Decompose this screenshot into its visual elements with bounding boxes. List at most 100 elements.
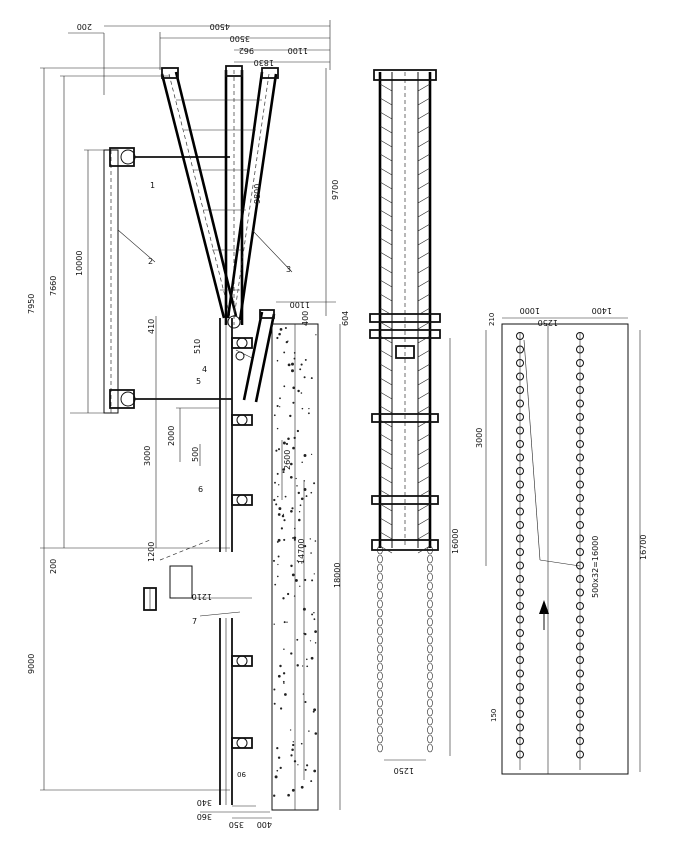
- dim-bot-400: 400: [257, 820, 272, 829]
- hatch-dot: [300, 742, 303, 745]
- hatch-dot: [285, 340, 288, 344]
- dim-mid-604: 604: [341, 311, 350, 326]
- lattice-bar: [379, 517, 393, 526]
- hatch-dot: [279, 328, 283, 331]
- hatch-dot: [286, 592, 290, 596]
- hatch-dot: [305, 495, 308, 498]
- chain-link: [377, 662, 383, 672]
- hatch-dot: [303, 376, 306, 379]
- lattice-bar: [417, 293, 431, 302]
- hatch-dot: [293, 760, 297, 763]
- hatch-dot: [289, 729, 292, 731]
- hatch-dot: [273, 414, 276, 417]
- lattice-bar: [417, 307, 431, 316]
- hatch-dot: [273, 688, 276, 691]
- chain-link: [427, 743, 433, 753]
- chain-link: [377, 554, 383, 564]
- lattice-bar: [379, 195, 393, 204]
- chain-link: [377, 698, 383, 708]
- hatch-dot: [273, 702, 276, 705]
- dim-mid-14700: 14700: [297, 539, 306, 564]
- hatch-dot: [282, 441, 286, 445]
- dim-top-1830: 1830: [254, 58, 274, 67]
- hatch-dot: [276, 540, 279, 543]
- lattice-bar: [417, 475, 431, 484]
- lattice-bar: [417, 447, 431, 456]
- hatch-dot: [293, 595, 296, 597]
- hatch-dot: [296, 485, 298, 487]
- dim-mid-410: 410: [147, 319, 156, 334]
- lattice-bar: [417, 125, 431, 134]
- hatch-dot: [277, 756, 281, 759]
- plan-chains: [516, 332, 584, 770]
- dim-mid-500: 500: [191, 447, 200, 462]
- dim-right-1250: 1250: [538, 318, 558, 327]
- dim-mid-18000: 18000: [333, 563, 342, 588]
- hatch-dot: [289, 475, 293, 479]
- lattice-bar: [417, 321, 431, 330]
- lattice-bar: [379, 545, 393, 554]
- hatch-dot: [275, 449, 278, 452]
- lattice-bar: [379, 279, 393, 288]
- chain-link: [377, 617, 383, 627]
- lattice-bar: [417, 181, 431, 190]
- lattice-bar: [379, 307, 393, 316]
- hatch-dot: [314, 642, 317, 644]
- hatch-dot: [281, 514, 285, 518]
- hatch-dot: [287, 437, 290, 441]
- dim-top-3500: 3500: [230, 34, 250, 43]
- dim-center-16000: 16000: [451, 529, 460, 554]
- hatch-dot: [282, 672, 286, 675]
- hatch-dot: [315, 334, 317, 336]
- lattice-bar: [379, 377, 393, 386]
- dim-right-210: 210: [488, 313, 496, 326]
- chain-link: [427, 617, 433, 627]
- hatch-dot: [276, 427, 279, 430]
- hatch-dot: [279, 664, 282, 668]
- dim-top-200: 200: [77, 22, 92, 31]
- chain-link: [427, 734, 433, 744]
- hatch-dot: [274, 775, 278, 779]
- chain-link: [377, 671, 383, 681]
- boom-dimensions: 9700 9800 1100 604 400: [251, 68, 350, 326]
- hatch-dot: [276, 746, 279, 750]
- hatch-dot: [283, 538, 286, 541]
- hatch-dot: [282, 471, 285, 474]
- lattice-bar: [379, 181, 393, 190]
- hatch-dot: [274, 481, 276, 484]
- hatch-dot: [293, 352, 296, 354]
- hatch-dot: [311, 579, 314, 582]
- chain-link: [377, 689, 383, 699]
- lattice-bar: [379, 335, 393, 344]
- hatch-dot: [279, 707, 283, 710]
- chain-link: [427, 698, 433, 708]
- chain-link: [377, 707, 383, 717]
- hatch-dot: [290, 509, 293, 513]
- left-dimensions: 7950 9000 7660 200 10000: [27, 67, 230, 791]
- lattice-bar: [379, 433, 393, 442]
- lattice-bar: [379, 363, 393, 372]
- hatch-dot: [314, 732, 318, 735]
- lattice-bar: [417, 167, 431, 176]
- hatch-dot: [292, 743, 295, 747]
- chain-link: [377, 608, 383, 618]
- lattice-bar: [379, 251, 393, 260]
- hatch-dot: [301, 562, 303, 564]
- lattice-bar: [417, 209, 431, 218]
- chain-link: [427, 599, 433, 609]
- lattice-bar: [417, 517, 431, 526]
- hatch-dot: [301, 407, 304, 410]
- chain-link: [377, 725, 383, 735]
- concrete-section: 18000 14700: [271, 323, 342, 811]
- lattice-bar: [379, 475, 393, 484]
- hatch-dot: [310, 377, 313, 380]
- hatch-dot: [291, 748, 294, 752]
- hatch-dot: [279, 406, 281, 408]
- callout-7: 7: [192, 617, 197, 626]
- hatch-dot: [284, 326, 287, 330]
- chain-link: [427, 662, 433, 672]
- dim-left-9000: 9000: [27, 654, 36, 674]
- hatch-dot: [272, 559, 276, 562]
- hatch-dot: [276, 575, 279, 578]
